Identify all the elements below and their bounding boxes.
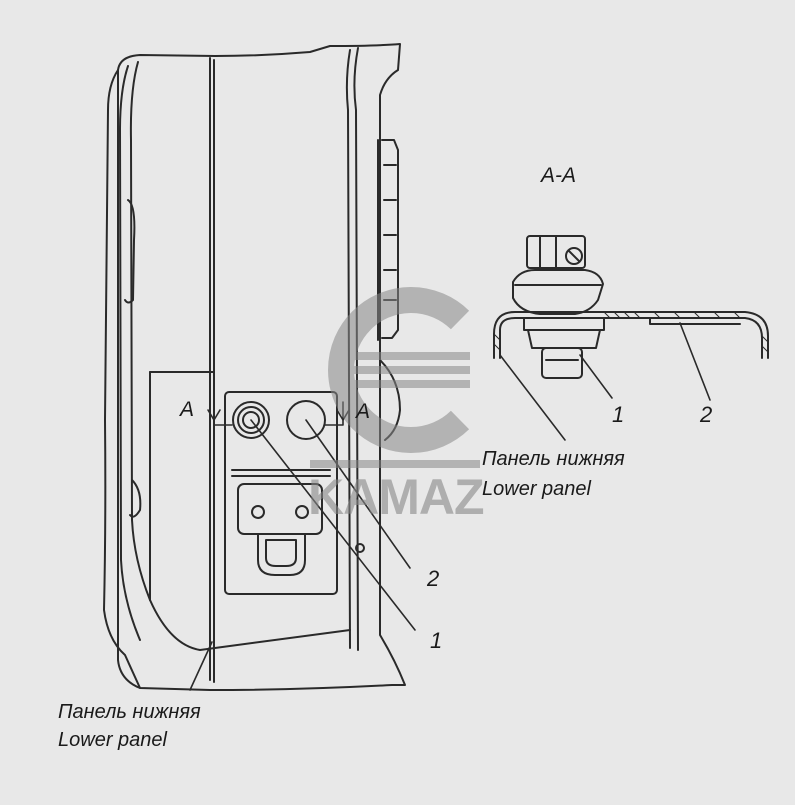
socket-2 <box>286 400 326 440</box>
callout-section-2: 2 <box>700 402 713 427</box>
watermark-text: KAMAZ <box>308 469 485 525</box>
callout-section-1: 1 <box>612 402 625 427</box>
callout-main-1: 1 <box>430 628 443 653</box>
section-mark-left: A <box>180 398 195 421</box>
section-cut-line <box>207 401 350 426</box>
connector-plate <box>224 391 338 595</box>
leader-lines-section <box>499 322 711 441</box>
main-caption-en: Lower panel <box>58 729 167 751</box>
main-caption-ru: Панель нижняя <box>58 701 201 723</box>
callout-main-2: 2 <box>427 566 440 591</box>
sheet-hatching <box>493 311 769 353</box>
kamaz-logo-watermark <box>310 287 480 468</box>
section-title: A-A <box>541 164 577 187</box>
section-caption-ru: Панель нижняя <box>482 448 625 470</box>
section-connector <box>493 235 769 379</box>
section-caption-en: Lower panel <box>482 478 591 500</box>
leader-lines-main <box>189 419 416 691</box>
section-mark-right: A <box>356 400 371 423</box>
socket-1 <box>232 401 270 439</box>
